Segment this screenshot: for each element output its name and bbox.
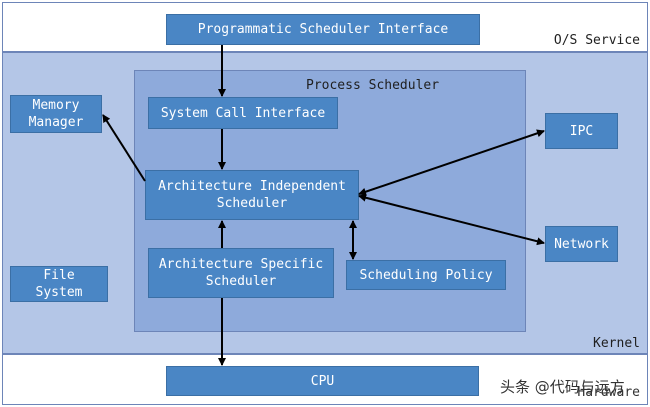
memory-manager-box: Memory Manager (10, 95, 102, 133)
kernel-label: Kernel (593, 336, 640, 351)
process-scheduler-label: Process Scheduler (306, 78, 440, 93)
independent-to-memory-arrow (102, 114, 146, 182)
watermark: 头条 @代码与远方 (500, 378, 625, 396)
system-call-interface-box: System Call Interface (148, 97, 338, 129)
independent-network-arrow (358, 193, 545, 246)
cpu-box: CPU (166, 366, 479, 396)
file-system-box: File System (10, 266, 108, 302)
architecture-independent-scheduler-box: Architecture Independent Scheduler (145, 170, 359, 220)
programmatic-scheduler-interface-box: Programmatic Scheduler Interface (166, 14, 480, 45)
hardware-label: Hardware (577, 385, 640, 400)
ipc-box: IPC (545, 113, 618, 149)
os-service-label: O/S Service (553, 33, 640, 48)
architecture-specific-scheduler-box: Architecture Specific Scheduler (148, 248, 334, 298)
independent-ipc-arrow (358, 129, 545, 196)
network-box: Network (545, 226, 618, 262)
scheduling-policy-box: Scheduling Policy (346, 260, 506, 290)
